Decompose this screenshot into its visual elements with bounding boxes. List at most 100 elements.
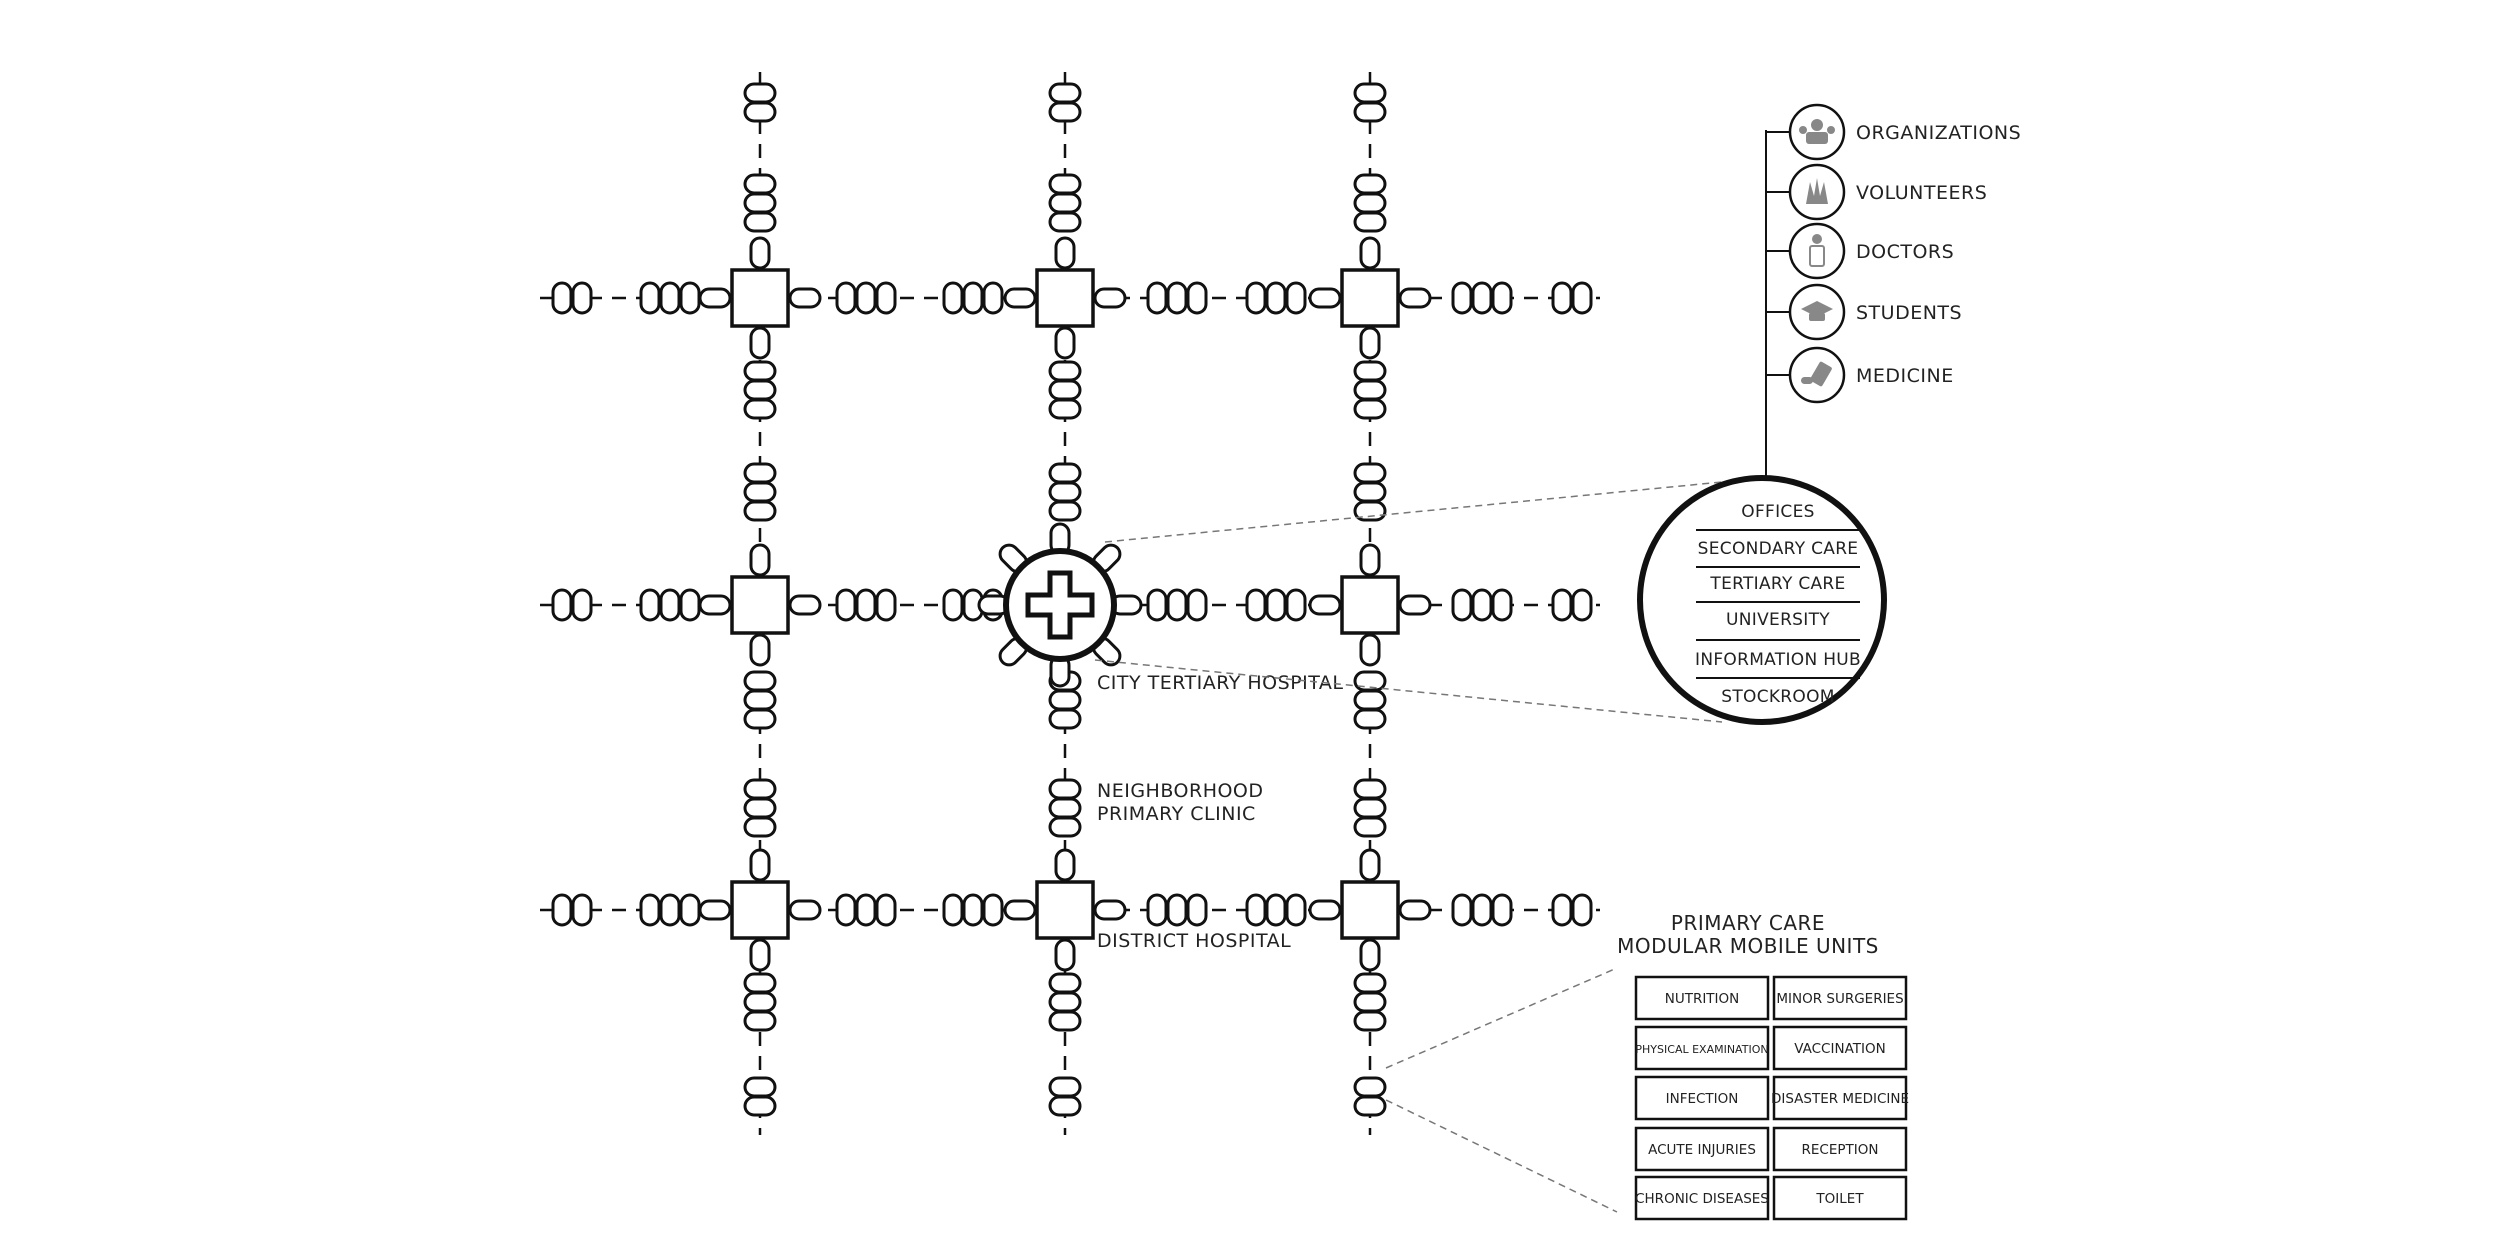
module-label: PHYSICAL EXAMINATION: [1635, 1043, 1768, 1056]
mobile-unit: [1353, 689, 1387, 711]
mobile-unit: [743, 360, 777, 382]
mobile-unit-module: [1634, 975, 1770, 1021]
mobile-unit: [571, 588, 593, 622]
mobile-unit: [1491, 588, 1513, 622]
mobile-unit: [743, 689, 777, 711]
mobile-units-panel: PRIMARY CARE MODULAR MOBILE UNITS NUTRIT…: [1385, 911, 1909, 1221]
hospital-function-item: INFORMATION HUB: [1695, 650, 1861, 670]
mobile-unit: [1353, 991, 1387, 1013]
mobile-unit: [1265, 588, 1287, 622]
docked-unit: [1054, 938, 1076, 972]
mobile-unit: [743, 462, 777, 484]
mobile-unit: [1048, 481, 1082, 503]
district-hospital-node: [1035, 880, 1095, 940]
graduation-cap-icon-glyph: [1801, 301, 1833, 321]
district-hospital-node: [1035, 268, 1095, 328]
mobile-unit: [1245, 281, 1267, 315]
resource-label: MEDICINE: [1856, 365, 1954, 387]
mobile-unit: [875, 893, 897, 927]
mobile-unit: [1048, 816, 1082, 838]
resources-panel: ORGANIZATIONSVOLUNTEERSDOCTORSSTUDENTSME…: [1765, 103, 2021, 478]
district-hospital-node: [1340, 575, 1400, 635]
mobile-unit: [743, 101, 777, 123]
mobile-unit: [659, 588, 681, 622]
resource-label: VOLUNTEERS: [1856, 182, 1987, 204]
mobile-unit: [1551, 281, 1573, 315]
mobile-unit: [1353, 778, 1387, 800]
zoom-line-bottom: [1094, 659, 1723, 723]
city-hospital-label: CITY TERTIARY HOSPITAL: [1097, 672, 1343, 694]
module-label: VACCINATION: [1794, 1041, 1885, 1057]
mobile-unit: [1166, 588, 1188, 622]
docked-unit: [1359, 326, 1381, 360]
mobile-unit: [1048, 1095, 1082, 1117]
mobile-unit: [1571, 588, 1593, 622]
mobile-unit: [1146, 281, 1168, 315]
mobile-unit: [1048, 778, 1082, 800]
mobile-unit: [639, 281, 661, 315]
mobile-unit: [743, 82, 777, 104]
district-hospital-node: [1340, 880, 1400, 940]
mobile-unit: [551, 281, 573, 315]
hospital-function-item: SECONDARY CARE: [1698, 539, 1859, 559]
docked-unit: [1093, 287, 1127, 309]
resource-label: DOCTORS: [1856, 241, 1954, 263]
mobile-unit: [1353, 211, 1387, 233]
mobile-unit: [1048, 173, 1082, 195]
mobile-unit: [1353, 708, 1387, 730]
mobile-unit: [743, 797, 777, 819]
mobile-unit: [1353, 398, 1387, 420]
mobile-unit: [1471, 281, 1493, 315]
mobile-unit: [1451, 588, 1473, 622]
mobile-unit: [855, 281, 877, 315]
docked-unit: [1093, 899, 1127, 921]
medical-cross-icon: [1025, 570, 1095, 640]
mobile-unit: [962, 893, 984, 927]
mobile-unit: [1048, 192, 1082, 214]
docked-unit: [1054, 848, 1076, 882]
mobile-unit: [942, 588, 964, 622]
mobile-unit: [942, 281, 964, 315]
zoom-line-top: [1104, 481, 1723, 543]
mobile-unit: [1353, 360, 1387, 382]
mobile-unit: [1265, 281, 1287, 315]
mobile-unit: [1048, 1010, 1082, 1032]
mobile-unit: [639, 588, 661, 622]
mobile-unit: [1186, 281, 1208, 315]
hospital-function-item: STOCKROOM: [1721, 687, 1835, 707]
mobile-unit: [743, 192, 777, 214]
mobile-unit: [1285, 893, 1307, 927]
mobile-unit: [743, 972, 777, 994]
mobile-unit: [1186, 588, 1208, 622]
zoom-line-units-bottom: [1385, 1099, 1618, 1213]
module-label: MINOR SURGERIES: [1776, 991, 1903, 1007]
docked-unit: [1359, 543, 1381, 577]
docked-unit: [1359, 236, 1381, 270]
volunteers-icon-glyph: [1806, 178, 1828, 204]
docked-unit: [698, 287, 732, 309]
mobile-unit: [743, 1095, 777, 1117]
mobile-unit: [639, 893, 661, 927]
docked-unit: [749, 848, 771, 882]
mobile-unit: [743, 778, 777, 800]
mobile-unit: [1048, 991, 1082, 1013]
mobile-unit: [855, 588, 877, 622]
mobile-unit: [1048, 101, 1082, 123]
mobile-unit: [875, 588, 897, 622]
module-label: TOILET: [1815, 1191, 1864, 1207]
mobile-unit: [1265, 893, 1287, 927]
hospital-function-item: OFFICES: [1741, 502, 1814, 522]
mobile-unit: [1146, 588, 1168, 622]
mobile-unit: [1048, 462, 1082, 484]
mobile-unit: [571, 893, 593, 927]
mobile-unit: [743, 379, 777, 401]
district-hospital-node: [730, 880, 790, 940]
mobile-unit: [1166, 281, 1188, 315]
mobile-unit-module: [1634, 1025, 1770, 1071]
mobile-unit: [1186, 893, 1208, 927]
mobile-unit: [1245, 893, 1267, 927]
mobile-unit: [1048, 689, 1082, 711]
mobile-unit: [743, 708, 777, 730]
clinic-label-line2: PRIMARY CLINIC: [1097, 803, 1256, 825]
